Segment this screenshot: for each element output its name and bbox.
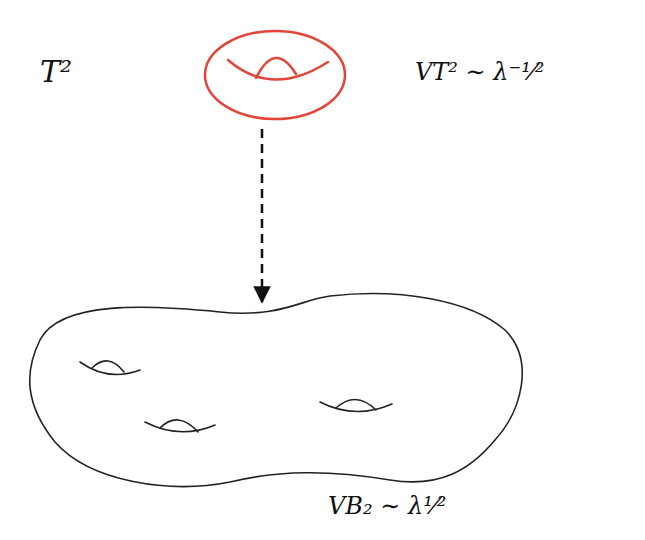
volume-scaling-label: VB₂ ∼ λ¹⁄² — [328, 492, 446, 521]
base-surface — [30, 294, 522, 487]
torus-figure — [205, 31, 345, 119]
base-surface-region: VB₂ ∼ λ¹⁄² — [20, 300, 530, 532]
volume-scaling-label: VT² ∼ λ⁻¹⁄² — [415, 58, 544, 87]
torus-fibre: T²VT² ∼ λ⁻¹⁄² — [200, 28, 350, 123]
fibre-label: T² — [40, 54, 72, 90]
dashed-projection-arrow — [261, 129, 264, 302]
